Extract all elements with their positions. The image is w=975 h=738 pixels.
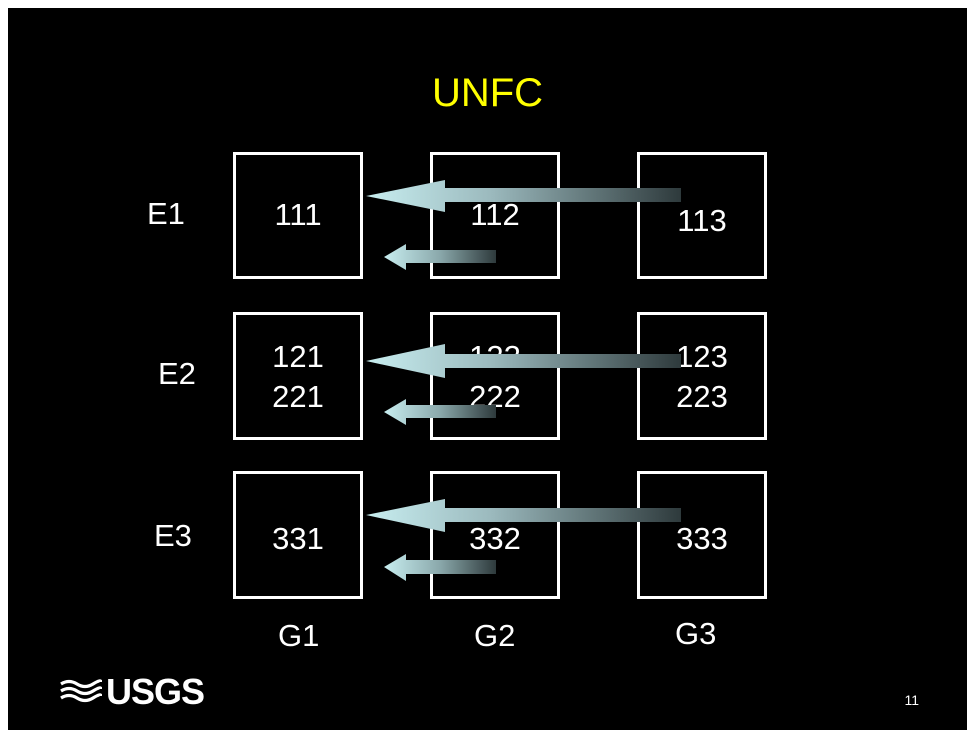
box-123-223: 123 223 (637, 312, 767, 440)
box-112: 112 (430, 152, 560, 279)
box-122-222: 122 222 (430, 312, 560, 440)
box-121-221: 121 221 (233, 312, 363, 440)
cell-value: 333 (676, 521, 728, 556)
usgs-logo: USGS (60, 671, 205, 712)
arrow-left-icon (366, 180, 681, 212)
cell-value-top: 121 (272, 339, 324, 374)
column-label-g2: G2 (474, 618, 516, 653)
box-332: 332 (430, 471, 560, 599)
arrow-left-icon (366, 499, 681, 532)
logo-text: USGS (106, 671, 205, 712)
page-number: 11 (904, 692, 919, 708)
cell-value: 111 (274, 197, 322, 232)
box-113: 113 (637, 152, 767, 279)
column-label-g3: G3 (675, 616, 717, 651)
box-111: 111 (233, 152, 363, 279)
arrow-left-icon (384, 244, 496, 270)
cell-value: 112 (470, 197, 520, 232)
arrow-left-icon (384, 399, 496, 425)
slide: UNFC E1 E2 E3 111 112 113 121 221 122 22… (8, 8, 967, 730)
usgs-wave-logo-icon (60, 679, 102, 703)
cell-value: 332 (469, 521, 521, 556)
arrow-layer (366, 180, 681, 581)
column-label-g1: G1 (278, 618, 320, 653)
row-label-e1: E1 (147, 196, 185, 231)
row-label-e2: E2 (158, 356, 196, 391)
cell-value: 331 (272, 521, 324, 556)
box-333: 333 (637, 471, 767, 599)
cell-value-bottom: 223 (676, 379, 728, 414)
cell-value-top: 123 (676, 339, 728, 374)
box-331: 331 (233, 471, 363, 599)
arrow-left-icon (384, 554, 496, 581)
row-label-e3: E3 (154, 518, 192, 553)
cell-value: 113 (677, 203, 727, 238)
cell-value-bottom: 221 (272, 379, 324, 414)
slide-title: UNFC (431, 71, 544, 115)
arrow-left-icon (366, 344, 681, 378)
